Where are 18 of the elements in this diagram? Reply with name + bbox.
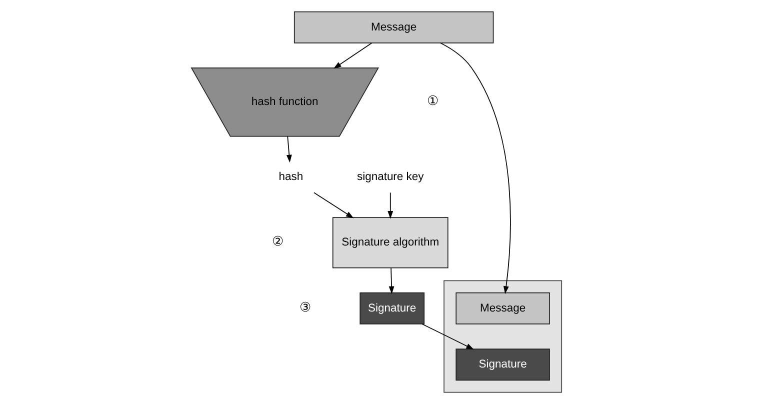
arrow (422, 324, 474, 350)
node-box: Message (294, 11, 494, 44)
arrow (286, 136, 292, 163)
node-box: Message (456, 292, 550, 324)
cluster (444, 280, 562, 393)
node-box: Signature algorithm (332, 217, 448, 268)
node-box: Signature (360, 292, 425, 324)
label: ② (272, 234, 284, 249)
label: ① (426, 93, 439, 108)
arrow (388, 268, 394, 294)
arrow (440, 42, 511, 294)
node-text: signature key (356, 170, 424, 183)
arrow (333, 42, 372, 69)
label: ③ (300, 299, 312, 314)
arrow (314, 192, 354, 218)
arrow (388, 192, 394, 219)
node-box: Signature (456, 348, 550, 381)
node-text: hash (278, 170, 304, 183)
